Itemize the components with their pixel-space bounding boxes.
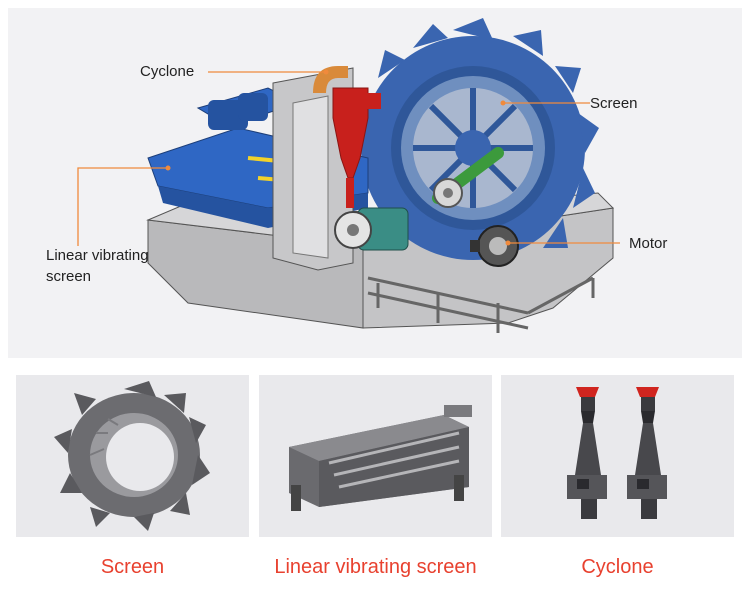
cyclone-left [567,387,607,519]
leader-lines [77,69,620,246]
callout-motor: Motor [629,235,668,252]
vibrating-screen-photo [259,375,492,537]
screen-wheel-icon [54,381,210,531]
callout-cyclone: Cyclone [140,63,195,80]
cyclone-photo [501,375,734,537]
callout-screen: Screen [590,95,638,112]
card-linear-vibrating-screen: Linear vibrating screen [259,375,492,597]
machine-diagram-panel [8,8,742,358]
gearbox [334,207,409,251]
bucket-wheel [355,18,599,260]
cyclone-pair-icon [567,387,667,519]
card-caption-cyclone: Cyclone [501,537,734,597]
vibrating-screen-icon [289,405,472,511]
sand-washing-machine-illustration [77,18,620,333]
screen-wheel-photo [16,375,249,537]
callout-linear-vibrating-line1: Linear vibrating [46,247,149,264]
card-caption-linear-vibrating-screen: Linear vibrating screen [259,537,492,597]
card-screen: Screen [16,375,249,597]
bearing [433,178,463,208]
callout-linear-vibrating-line2: screen [46,268,92,285]
support-frame [367,276,595,333]
red-cyclone [313,66,381,208]
card-cyclone: Cyclone [501,375,734,597]
cyclone-right [627,387,667,519]
card-caption-screen: Screen [16,537,249,597]
motor [470,225,519,267]
